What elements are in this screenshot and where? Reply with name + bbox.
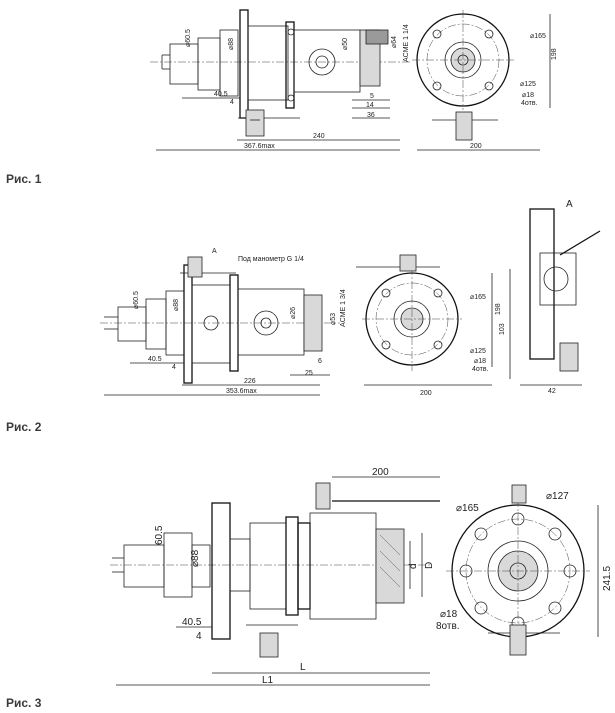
dim-acme: ACME 1 3/4 bbox=[340, 289, 347, 327]
dim-60-5: ⌀60.5 bbox=[133, 291, 140, 309]
dim-165: ⌀165 bbox=[456, 503, 479, 514]
dim-4: 4 bbox=[172, 364, 176, 371]
dim-d: d bbox=[408, 563, 419, 569]
caption-fig-3: Рис. 3 bbox=[6, 696, 42, 710]
dim-40-5: 40.5 bbox=[148, 356, 162, 363]
dim-226: 226 bbox=[244, 378, 256, 385]
dim-241: 241.5 bbox=[602, 566, 613, 591]
figure-3-drawing: 200 60.5 ⌀88 40.5 4 L L1 d D ⌀165 ⌀127 ⌀… bbox=[110, 467, 613, 686]
dim-88: ⌀88 bbox=[190, 549, 201, 567]
dim-198: 198 bbox=[551, 48, 558, 60]
dim-353: 353.6max bbox=[226, 388, 257, 395]
dim-60-5: 60.5 bbox=[154, 525, 165, 545]
caption-fig-1: Рис. 1 bbox=[6, 172, 42, 186]
label-gauge: Под манометр G 1/4 bbox=[238, 256, 304, 263]
dim-14: 14 bbox=[366, 102, 374, 109]
dim-125: ⌀125 bbox=[520, 81, 536, 88]
dim-127: ⌀127 bbox=[546, 491, 569, 502]
dim-88: ⌀88 bbox=[173, 299, 180, 311]
figure-2-drawing: А Под манометр G 1/4 ⌀60.5 ⌀88 ⌀26 ⌀53 A… bbox=[100, 199, 601, 397]
dim-198: 198 bbox=[495, 303, 502, 315]
dim-200: 200 bbox=[420, 390, 432, 397]
dim-165: ⌀165 bbox=[470, 294, 486, 301]
dim-200: 200 bbox=[372, 467, 389, 478]
dim-40-5: 40.5 bbox=[214, 91, 228, 98]
label-a-2: А bbox=[566, 199, 573, 210]
dim-4: 4 bbox=[196, 631, 202, 642]
dim-6: 6 bbox=[318, 358, 322, 365]
dim-5: 5 bbox=[370, 93, 374, 100]
label-a-1: А bbox=[212, 248, 217, 255]
dim-18: ⌀18 bbox=[474, 358, 486, 365]
figure-3: 200 60.5 ⌀88 40.5 4 L L1 d D ⌀165 ⌀127 ⌀… bbox=[0, 455, 615, 690]
figure-1-drawing: ⌀60.5 ⌀88 ⌀50 ⌀64 ACME 1 1/4 40.5 4 5 14… bbox=[150, 9, 558, 151]
dim-103: 103 bbox=[499, 323, 506, 335]
dim-165: ⌀165 bbox=[530, 33, 546, 40]
dim-200: 200 bbox=[470, 143, 482, 150]
dim-40-5: 40.5 bbox=[182, 617, 202, 628]
dim-42: 42 bbox=[548, 388, 556, 395]
dim-acme: ACME 1 1/4 bbox=[403, 24, 410, 62]
dim-25: 25 bbox=[305, 370, 313, 377]
dim-64: ⌀64 bbox=[391, 36, 398, 48]
dim-l: L bbox=[300, 662, 306, 673]
dim-53: ⌀53 bbox=[330, 313, 337, 325]
figure-1: ⌀60.5 ⌀88 ⌀50 ⌀64 ACME 1 1/4 40.5 4 5 14… bbox=[0, 0, 615, 165]
dim-88: ⌀88 bbox=[228, 38, 235, 50]
dim-holes: 8отв. bbox=[436, 621, 460, 632]
caption-fig-2: Рис. 2 bbox=[6, 420, 42, 434]
dim-125: ⌀125 bbox=[470, 348, 486, 355]
figure-2: А Под манометр G 1/4 ⌀60.5 ⌀88 ⌀26 ⌀53 A… bbox=[0, 195, 615, 410]
dim-holes: 4отв. bbox=[472, 366, 489, 373]
dim-holes: 4отв. bbox=[521, 100, 538, 107]
dim-l1: L1 bbox=[262, 675, 274, 686]
dim-26: ⌀26 bbox=[290, 307, 297, 319]
dim-50: ⌀50 bbox=[342, 38, 349, 50]
dim-big-d: D bbox=[424, 562, 435, 569]
dim-36: 36 bbox=[367, 112, 375, 119]
dim-4: 4 bbox=[230, 99, 234, 106]
dim-18: ⌀18 bbox=[522, 92, 534, 99]
dim-18: ⌀18 bbox=[440, 609, 458, 620]
dim-367: 367.6max bbox=[244, 143, 275, 150]
dim-60-5: ⌀60.5 bbox=[185, 29, 192, 47]
dim-240: 240 bbox=[313, 133, 325, 140]
